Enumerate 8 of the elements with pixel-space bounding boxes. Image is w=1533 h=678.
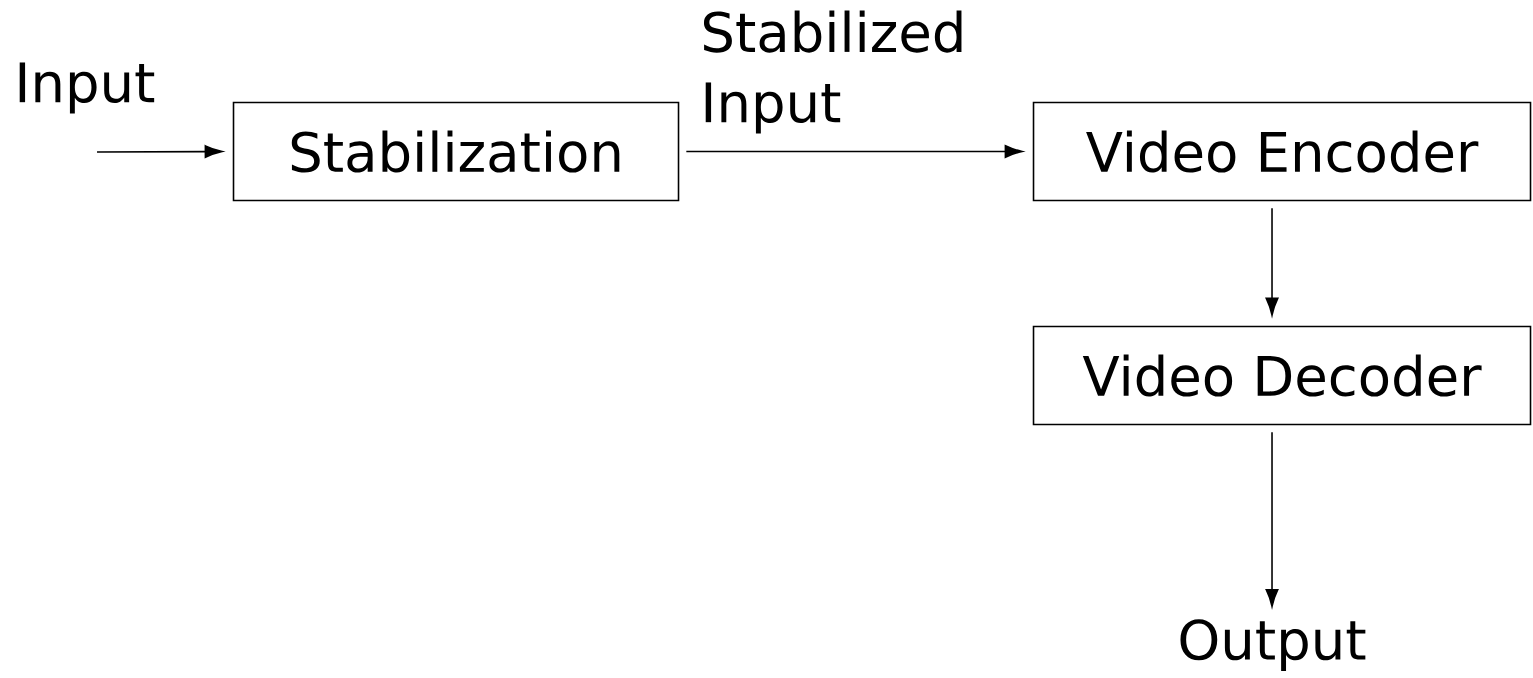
process-box: Video Encoder bbox=[1032, 101, 1532, 202]
output-text: Output bbox=[1180, 619, 1366, 671]
process-box: Stabilization bbox=[232, 101, 680, 202]
process-box: Video Decoder bbox=[1032, 325, 1532, 426]
edge-label: Stabilized Input bbox=[703, 10, 962, 134]
arrow bbox=[1265, 431, 1279, 608]
edge-label: Input bbox=[19, 62, 155, 114]
arrow bbox=[1265, 207, 1279, 316]
